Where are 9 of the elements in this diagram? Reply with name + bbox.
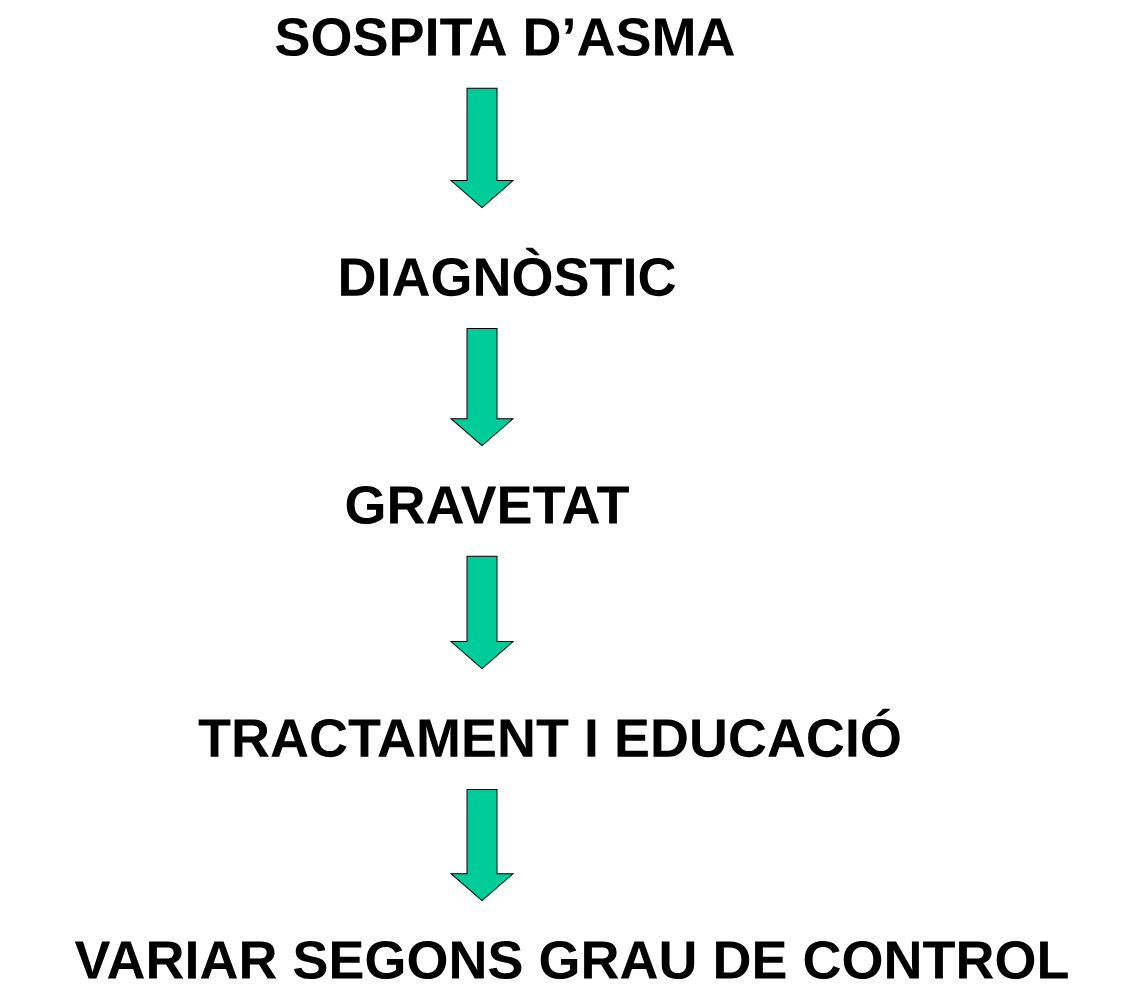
step-label: SOSPITA D’ASMA — [276, 17, 735, 57]
block-arrow — [450, 788, 514, 902]
step-label: TRACTAMENT I EDUCACIÓ — [198, 708, 900, 758]
block-arrow — [450, 555, 514, 670]
block-arrow — [450, 87, 514, 209]
step-label: GRAVETAT — [346, 485, 629, 525]
block-arrow — [450, 327, 514, 447]
step-label: VARIAR SEGONS GRAU DE CONTROL — [74, 940, 1068, 980]
step-label: DIAGNÒSTIC — [341, 247, 676, 297]
